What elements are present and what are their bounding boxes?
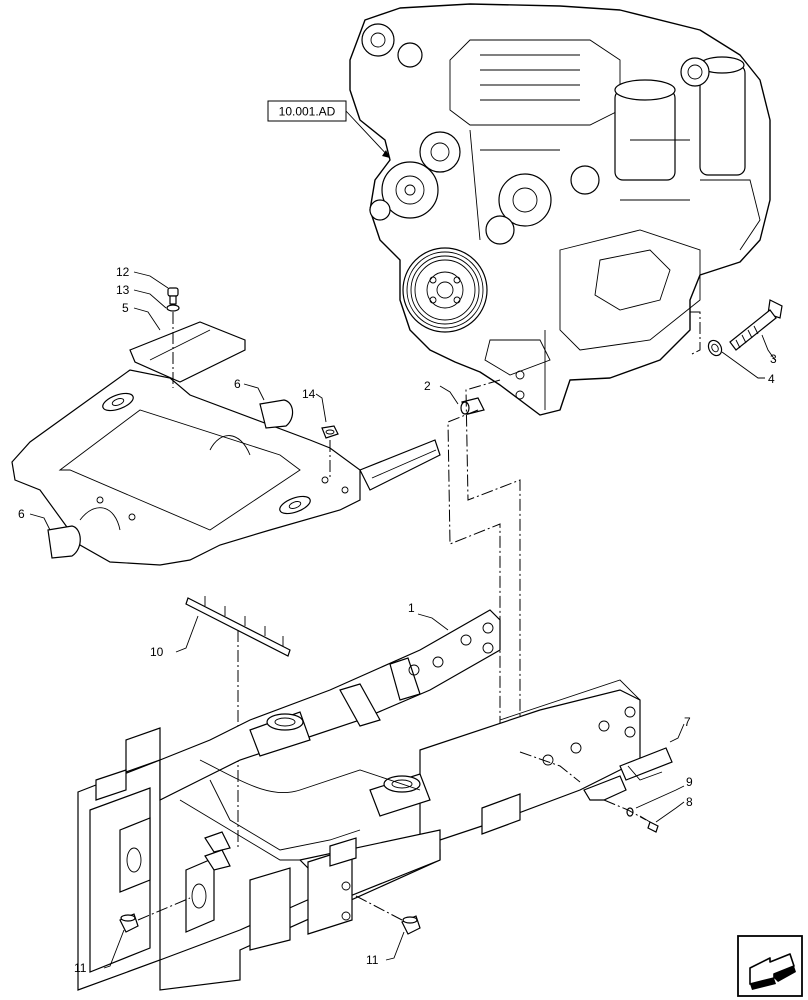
callout-11b: 11 [366,953,379,967]
callout-2: 2 [424,379,431,393]
next-page-arrow-icon[interactable] [737,935,803,997]
callout-3: 3 [770,352,777,366]
bumper-part-6a [259,399,294,429]
engine-assembly [349,3,771,416]
reference-label-box[interactable]: 10.001.AD [267,100,347,122]
washer-part-13 [166,304,180,312]
callout-11a: 11 [74,961,87,975]
callout-10: 10 [150,645,164,659]
bushing-part-2 [460,397,485,415]
washer-part-4 [707,339,723,357]
callout-1: 1 [408,601,415,615]
plug-part-11b [401,915,421,935]
callout-9: 9 [686,775,693,789]
strip-part-10 [185,596,291,657]
bracket-part-7 [583,747,673,801]
callout-6b: 6 [18,507,25,521]
callout-4: 4 [768,372,775,386]
callout-7: 7 [684,715,691,729]
callout-8: 8 [686,795,693,809]
plug-part-11a [119,913,139,933]
bumper-part-6b [47,525,81,559]
guard-plate-part-5 [11,321,441,566]
bolt-part-12 [167,287,179,305]
bolt-part-3 [729,299,783,351]
crank-pulley [402,247,488,333]
nut-part-14 [321,425,339,439]
callout-12: 12 [116,265,130,279]
callout-13: 13 [116,283,130,297]
callout-14: 14 [302,387,316,401]
callout-5: 5 [122,301,129,315]
reference-label-text: 10.001.AD [279,105,336,119]
callout-6a: 6 [234,377,241,391]
main-frame-part-1 [77,609,641,991]
